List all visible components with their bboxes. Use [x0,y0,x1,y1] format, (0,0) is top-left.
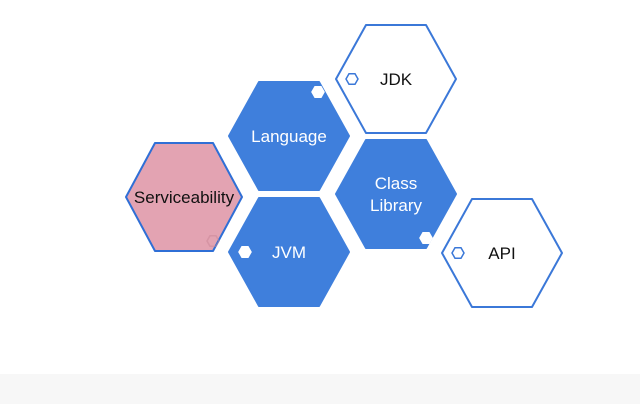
hexagon-shape-jdk [335,24,457,134]
hexagon-shape-api [441,198,563,308]
hexagon-shape-jvm [228,197,350,307]
hexagon-shape-serviceability [125,142,243,252]
hexagon-shape-class-library [335,139,457,249]
hexagon-label-class-library: Library [370,196,422,215]
hexagon-badge-icon [345,73,359,85]
hexagon-label-serviceability: Serviceability [134,188,235,207]
hexagon-label-class-library: Class [375,174,418,193]
hexagon-label-api: API [488,244,515,263]
hexagon-badge-icon [311,86,325,98]
hexagon-jvm: JVM [228,197,350,307]
hexagon-jdk: JDK [335,24,457,134]
hexagon-api: API [441,198,563,308]
bottom-strip [0,374,640,404]
hexagon-serviceability: Serviceability [125,142,243,252]
hexagon-badge-icon [451,247,465,259]
hexagon-label-jvm: JVM [272,243,306,262]
hexagon-shape-language [228,81,350,191]
hexagon-language: Language [228,81,350,191]
hexagon-badge-icon [206,235,220,247]
hexagon-label-jdk: JDK [380,70,413,89]
hexagon-label-language: Language [251,127,327,146]
hexagon-badge-icon [238,246,252,258]
hexagon-badge-icon [419,232,433,244]
